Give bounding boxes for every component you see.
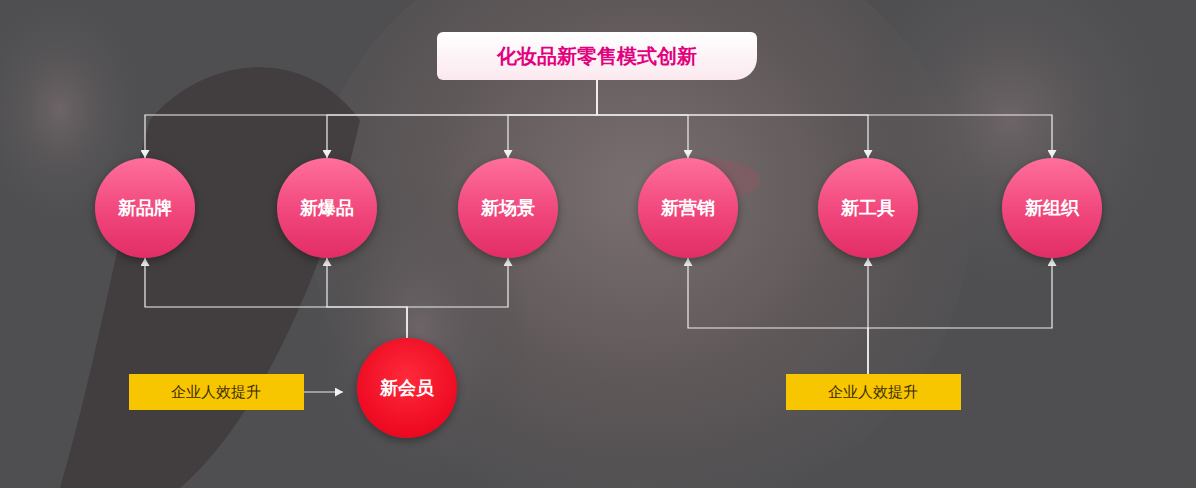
connector <box>327 258 407 338</box>
node-label: 企业人效提升 <box>171 383 261 402</box>
pillar-circle: 新爆品 <box>277 158 377 258</box>
connector <box>597 80 868 158</box>
connector <box>868 258 1052 374</box>
member-circle: 新会员 <box>357 338 457 438</box>
node-label: 新爆品 <box>300 196 354 220</box>
node-label: 新工具 <box>841 196 895 220</box>
pillar-circle: 新营销 <box>638 158 738 258</box>
node-label: 新会员 <box>380 376 434 400</box>
node-label: 化妆品新零售模式创新 <box>497 43 697 70</box>
node-label: 新组织 <box>1025 196 1079 220</box>
connector <box>327 80 597 158</box>
pillar-circle: 新工具 <box>818 158 918 258</box>
title-box: 化妆品新零售模式创新 <box>437 32 757 80</box>
connector <box>407 258 508 338</box>
driver-box: 企业人效提升 <box>786 374 961 410</box>
driver-box: 企业人效提升 <box>129 374 304 410</box>
pillar-circle: 新组织 <box>1002 158 1102 258</box>
hand-shape <box>840 0 1180 300</box>
connector <box>145 258 407 338</box>
node-label: 企业人效提升 <box>828 383 918 402</box>
connector <box>688 258 868 374</box>
node-label: 新营销 <box>661 196 715 220</box>
node-label: 新品牌 <box>118 196 172 220</box>
pillar-circle: 新品牌 <box>95 158 195 258</box>
connector <box>597 80 1052 158</box>
connector <box>145 80 597 158</box>
pillar-circle: 新场景 <box>458 158 558 258</box>
node-label: 新场景 <box>481 196 535 220</box>
connector <box>508 80 597 158</box>
connector <box>597 80 688 158</box>
connector <box>304 391 344 392</box>
